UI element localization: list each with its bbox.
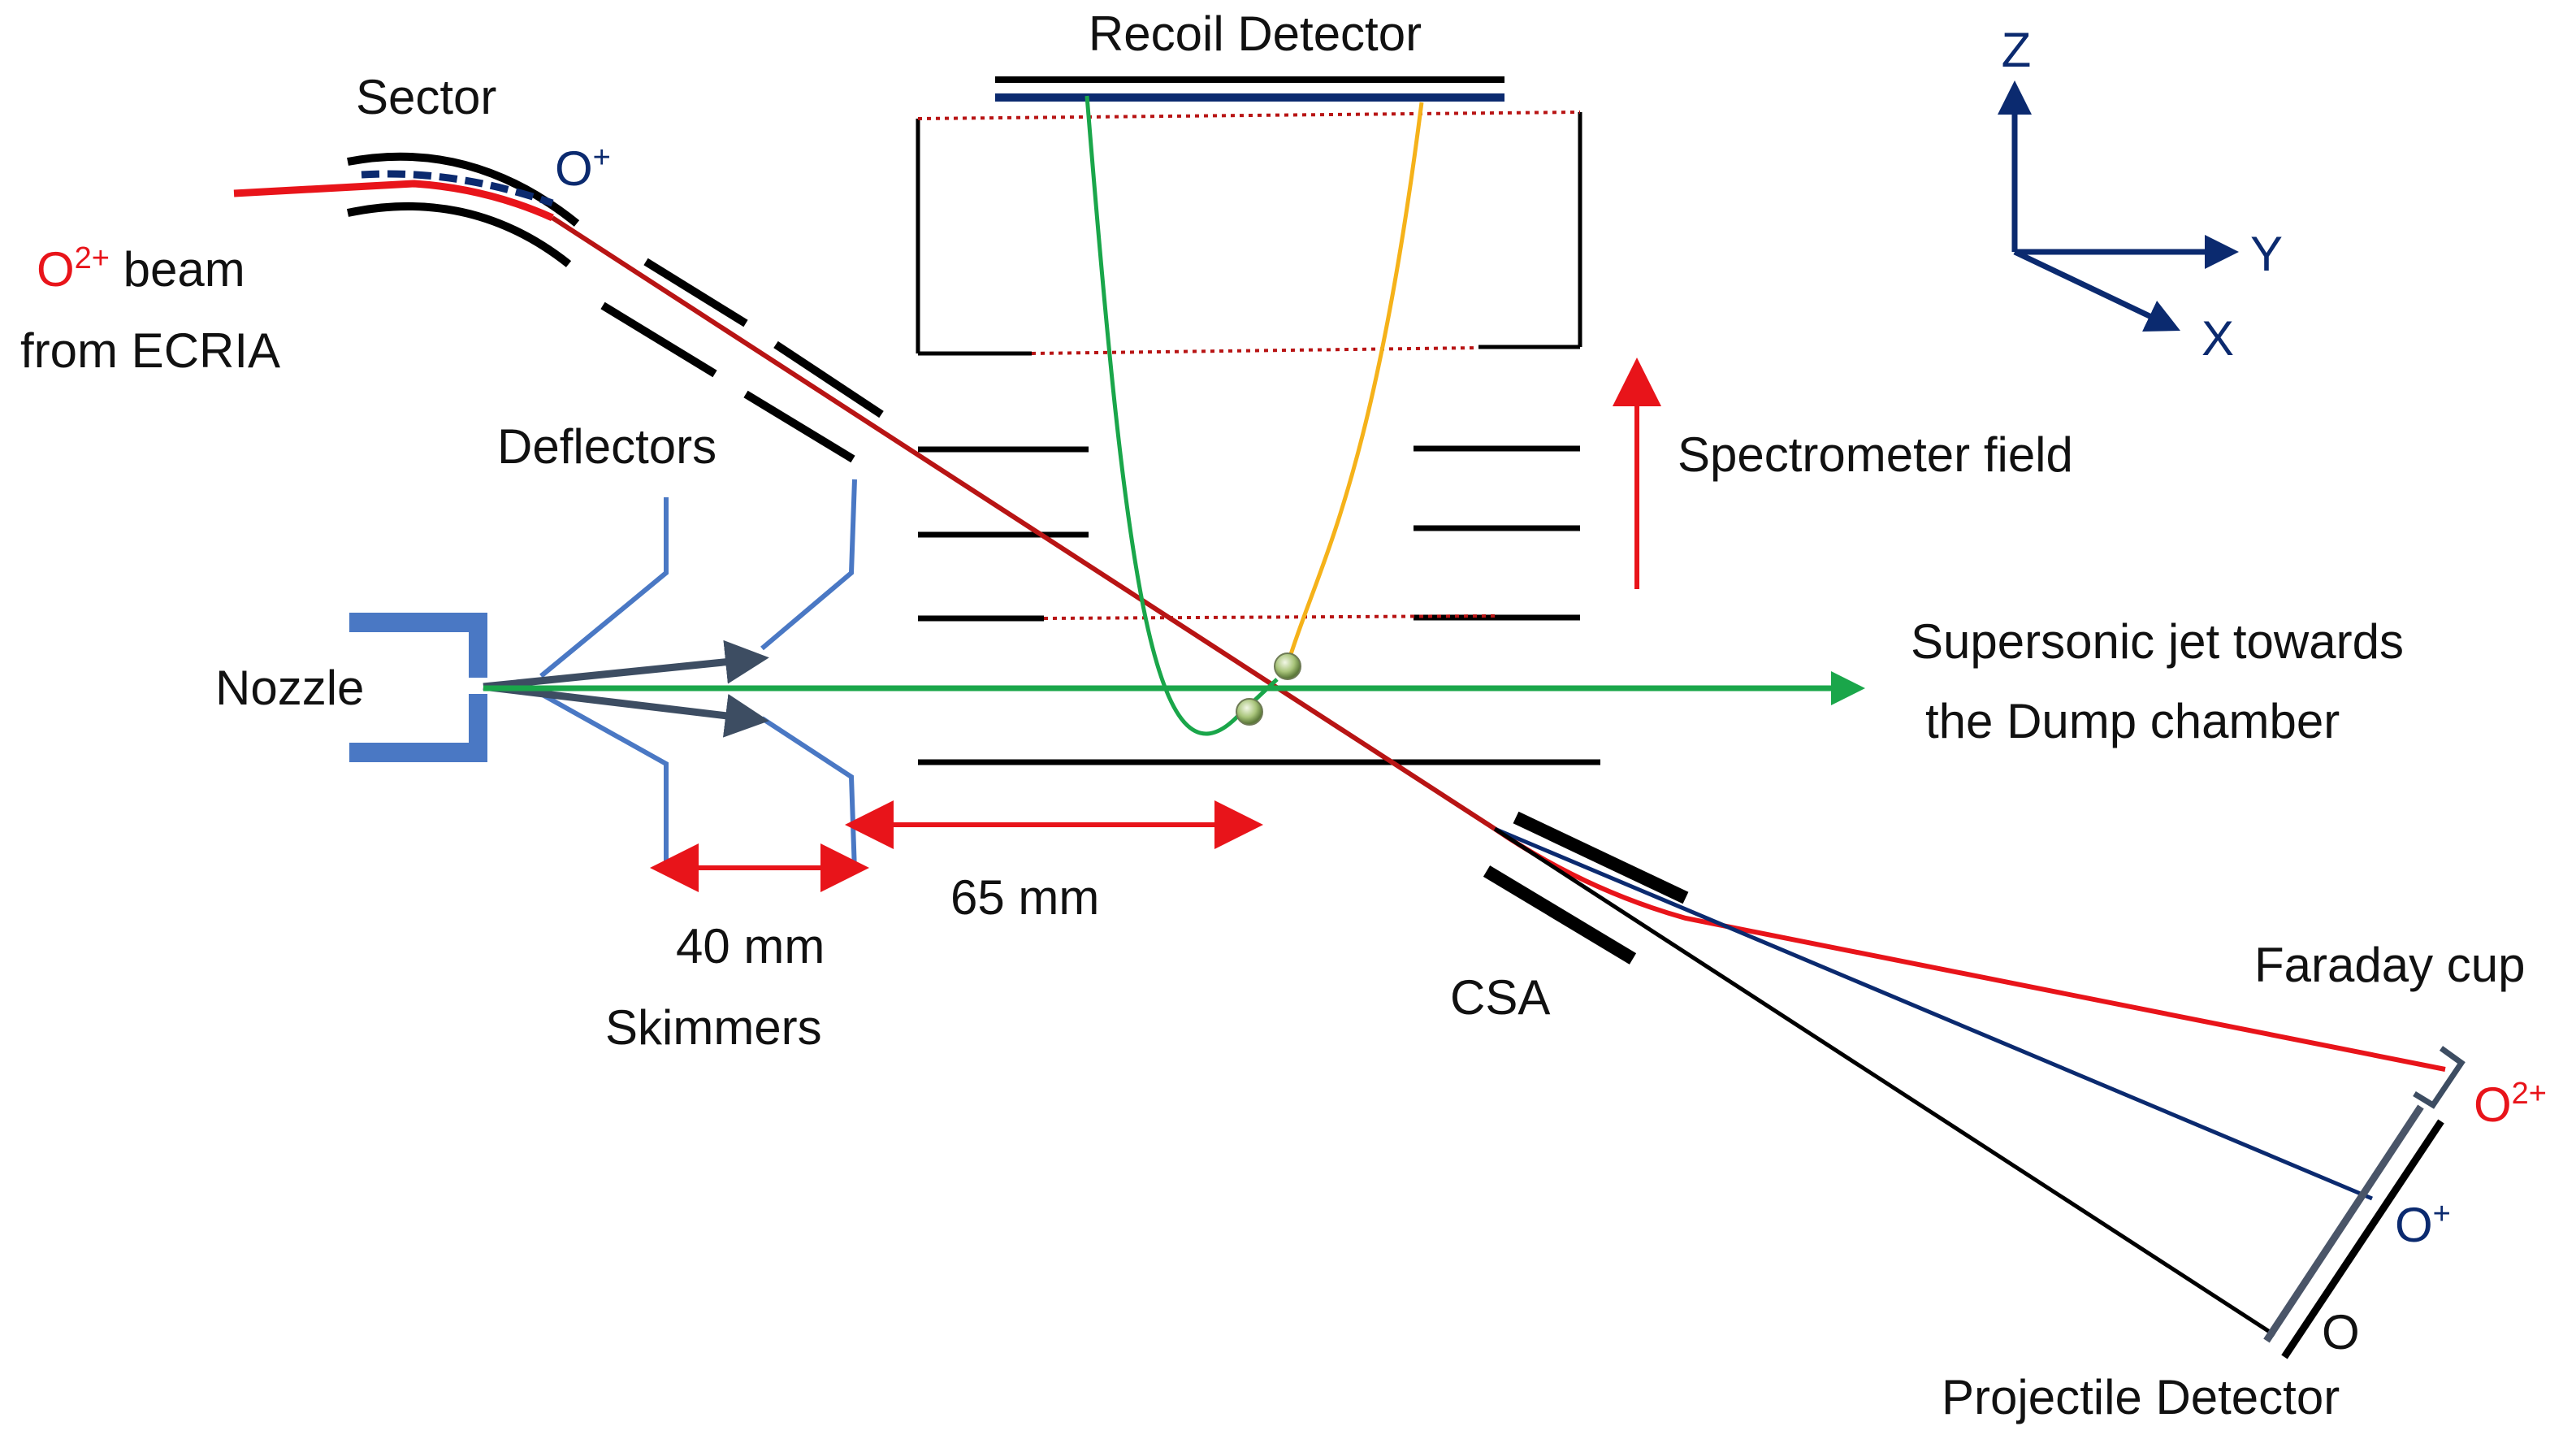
recoil-trajectory-orange xyxy=(1285,102,1424,665)
oplus-final-label: O+ xyxy=(2395,1197,2451,1252)
beam-oplus-to-detector xyxy=(1494,826,2373,1201)
oplus-sector-label: O+ xyxy=(555,141,611,196)
incoming-beam-o2plus xyxy=(233,180,554,222)
deflected-jet-rays xyxy=(483,639,769,738)
beam-o-to-detector xyxy=(1493,826,2276,1337)
beam-source-label: from ECRIA xyxy=(20,323,280,378)
z-axis-label: Z xyxy=(2002,23,2032,77)
electrode-dotted-gap xyxy=(1043,614,1496,620)
projectile-detector xyxy=(2263,1104,2444,1359)
jet-label-line1: Supersonic jet towards xyxy=(1911,614,2404,669)
spectrometer-box xyxy=(916,111,1582,356)
faraday-cup-label: Faraday cup xyxy=(2254,938,2526,992)
deflectors-label: Deflectors xyxy=(497,419,717,474)
dimension-65mm-label: 65 mm xyxy=(950,870,1099,925)
coordinate-axes xyxy=(1998,80,2239,332)
recoil-particle-1 xyxy=(1274,652,1301,680)
csa-label: CSA xyxy=(1450,970,1550,1025)
recoil-trajectory-green xyxy=(1085,95,1279,736)
main-beam-path xyxy=(551,215,1496,831)
sector-oplus-path xyxy=(361,170,554,207)
spectrometer-field-label: Spectrometer field xyxy=(1678,427,2073,482)
nozzle-label: Nozzle xyxy=(215,661,364,715)
dimension-40mm-label: 40 mm xyxy=(676,919,825,973)
projectile-detector-label: Projectile Detector xyxy=(1942,1370,2340,1424)
o-final-label: O xyxy=(2322,1305,2360,1359)
spectrometer-electrodes xyxy=(918,445,1600,765)
sector-label: Sector xyxy=(356,70,496,124)
nozzle xyxy=(349,613,487,762)
recoil-particle-2 xyxy=(1236,698,1263,726)
jet-label-line2: the Dump chamber xyxy=(1925,694,2340,748)
skimmers xyxy=(539,479,857,872)
y-axis-label: Y xyxy=(2250,227,2283,281)
deflectors xyxy=(600,258,884,463)
recoil-detector xyxy=(995,76,1504,102)
beam-label: O2+ beam xyxy=(37,241,245,297)
o2plus-final-label: O2+ xyxy=(2474,1077,2547,1132)
csa-analyzer xyxy=(1483,811,1689,965)
recoil-detector-label: Recoil Detector xyxy=(1089,7,1422,61)
x-axis-label: X xyxy=(2202,311,2234,366)
skimmers-label: Skimmers xyxy=(605,1000,822,1055)
faraday-cup xyxy=(2413,1046,2466,1109)
